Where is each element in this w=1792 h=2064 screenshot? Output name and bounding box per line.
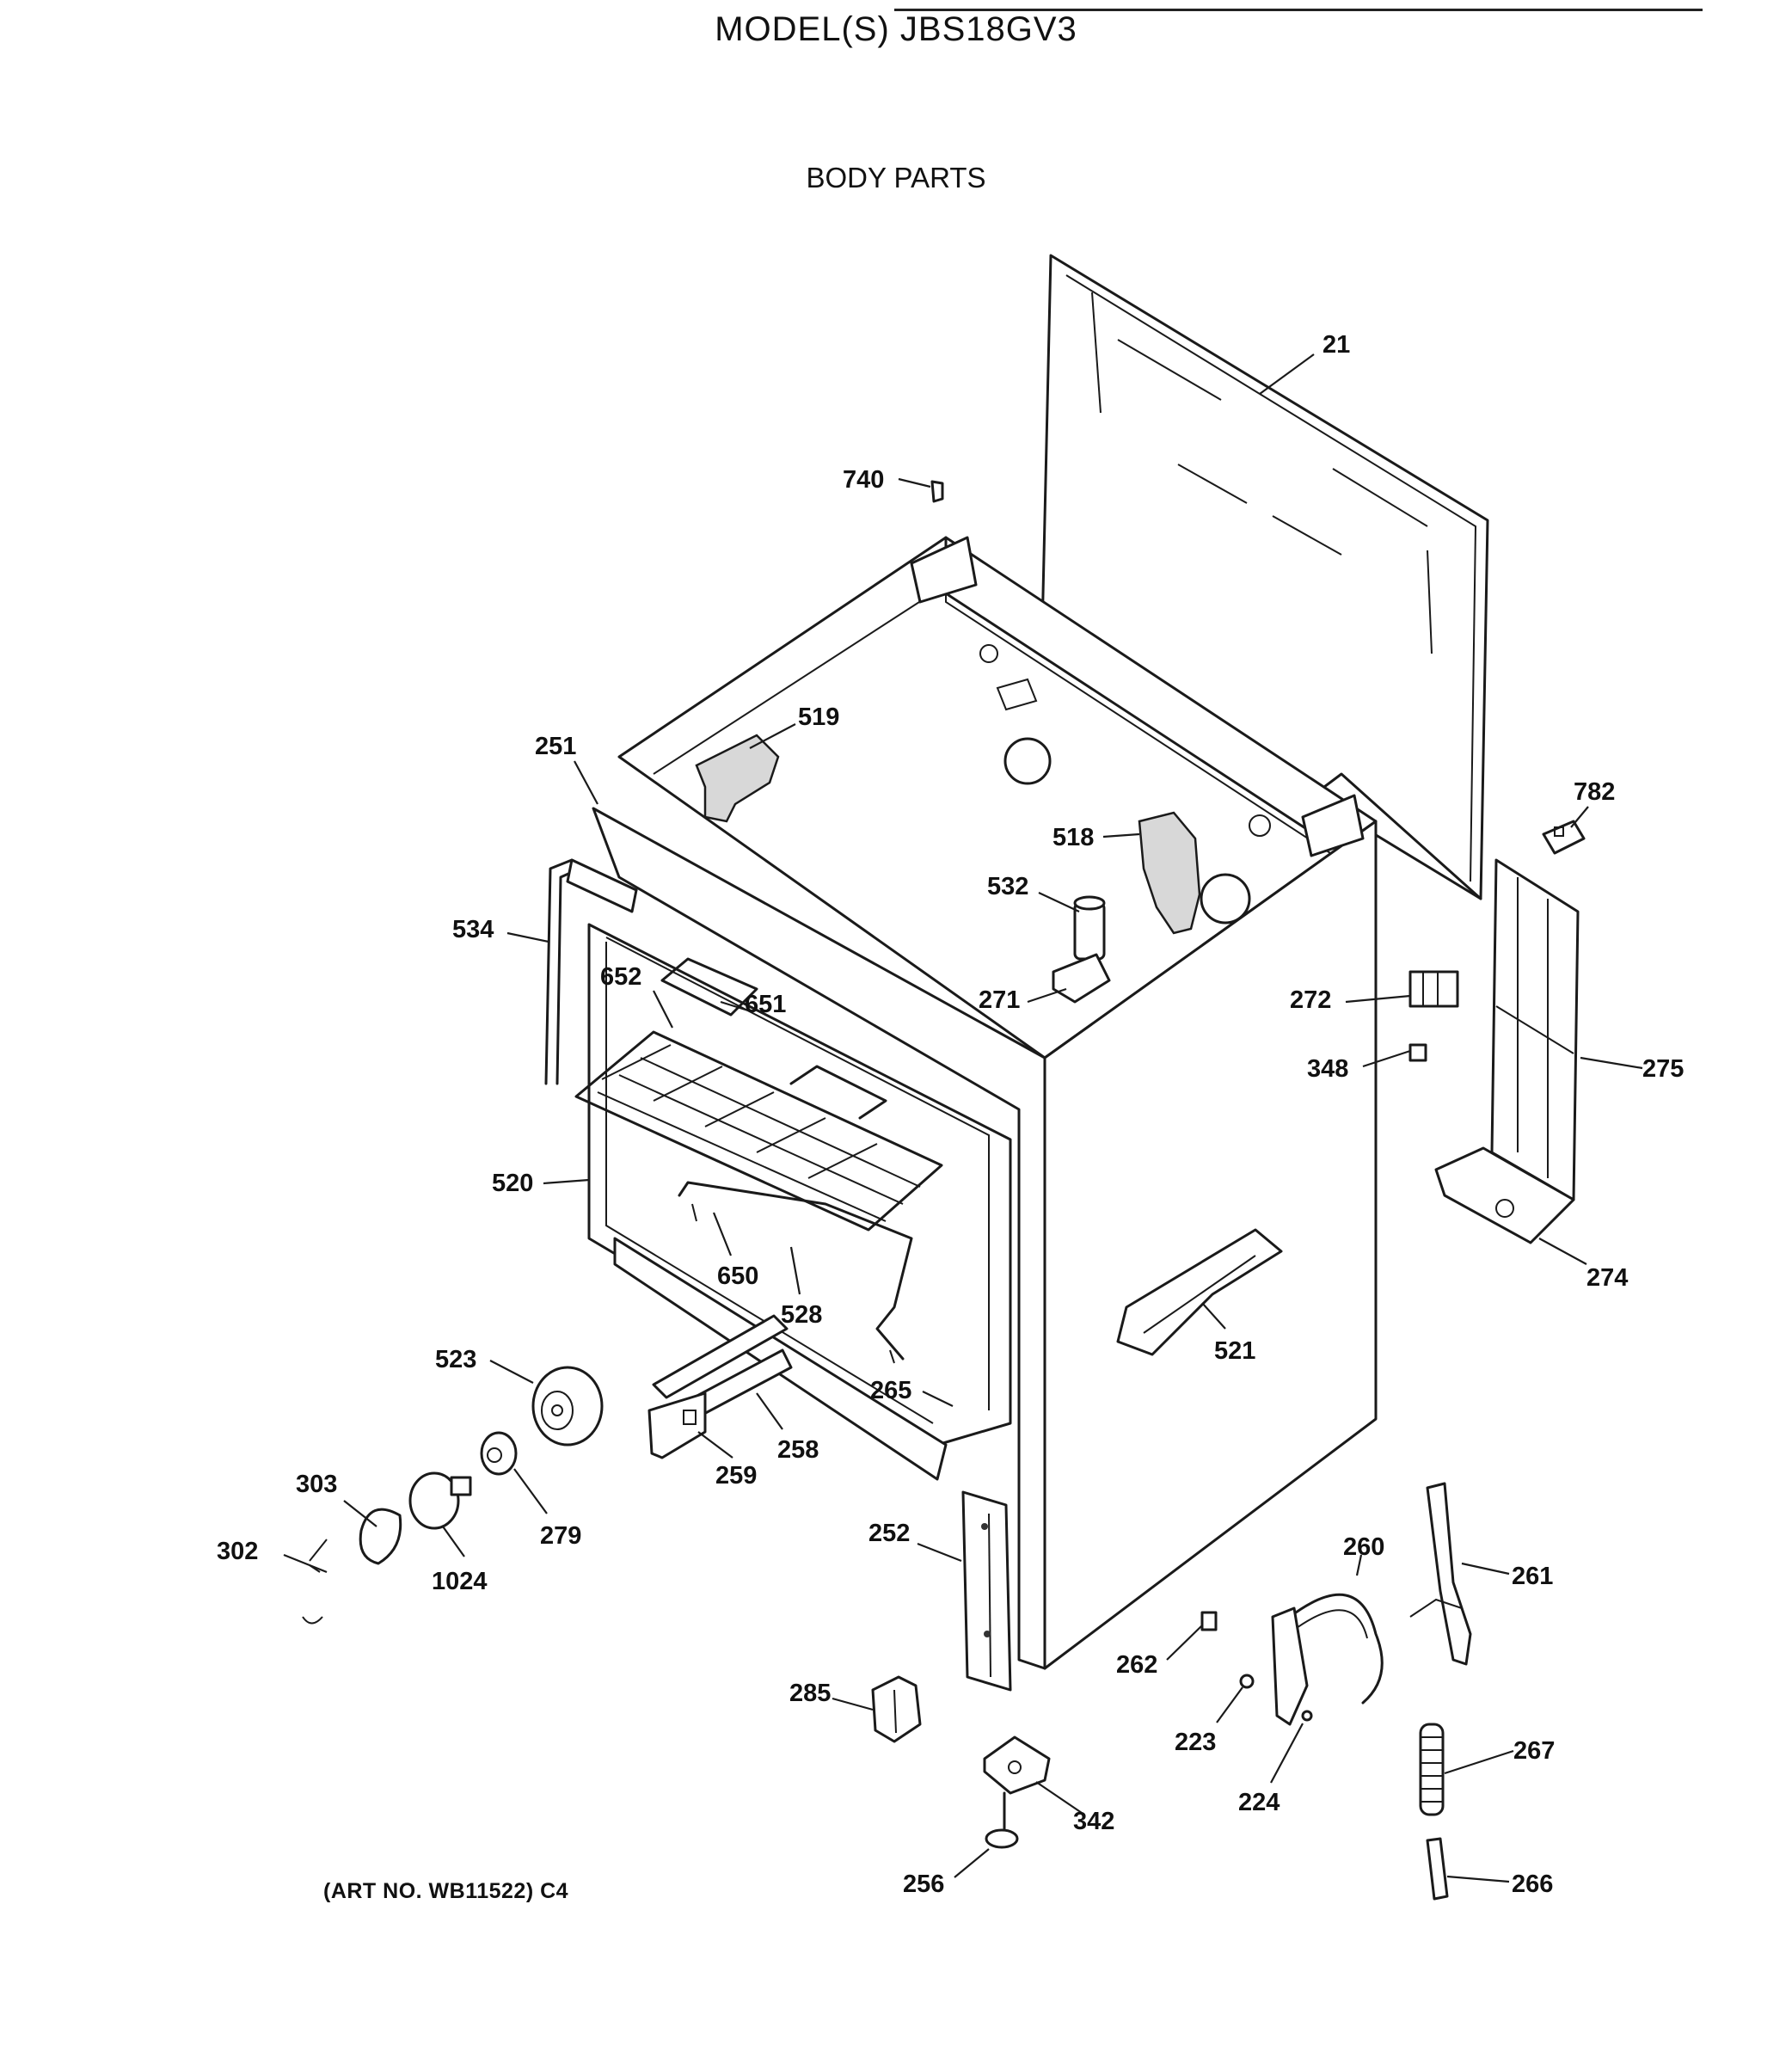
part-leveling-leg[interactable] xyxy=(985,1791,1019,1849)
part-rail-bracket[interactable] xyxy=(647,1391,707,1459)
callout-279: 279 xyxy=(540,1522,581,1550)
callout-518: 518 xyxy=(1052,824,1094,851)
callout-266: 266 xyxy=(1512,1870,1553,1898)
callout-265: 265 xyxy=(870,1377,911,1404)
part-grommet[interactable] xyxy=(1408,1043,1427,1062)
art-number: (ART NO. WB11522) C4 xyxy=(323,1879,569,1903)
callout-267: 267 xyxy=(1513,1737,1555,1765)
callout-224: 224 xyxy=(1238,1789,1280,1816)
part-back-bracket[interactable] xyxy=(1434,1146,1575,1244)
part-broil-element[interactable] xyxy=(660,957,887,1120)
part-screw[interactable] xyxy=(1239,1674,1255,1689)
part-clip[interactable] xyxy=(930,480,944,503)
part-rear-panel[interactable] xyxy=(1040,254,1489,900)
part-leg-bracket[interactable] xyxy=(983,1735,1051,1795)
callout-259: 259 xyxy=(715,1462,757,1490)
callout-271: 271 xyxy=(979,986,1020,1014)
callout-1024: 1024 xyxy=(432,1568,488,1595)
callout-521: 521 xyxy=(1214,1337,1255,1365)
callout-21: 21 xyxy=(1323,331,1350,359)
model-title: MODEL(S) JBS18GV3 xyxy=(715,10,1077,48)
part-door-gasket[interactable] xyxy=(544,858,638,1085)
part-hinge-clip[interactable] xyxy=(1200,1611,1218,1631)
callout-302: 302 xyxy=(217,1538,258,1565)
section-title: BODY PARTS xyxy=(806,162,986,194)
part-lamp-receptacle[interactable] xyxy=(531,1366,604,1447)
header-rule xyxy=(894,9,1703,11)
callout-labels: 21 740 519 251 518 782 532 534 652 651 2… xyxy=(217,331,1684,1898)
callout-532: 532 xyxy=(987,873,1028,900)
part-door-hinge-arm[interactable] xyxy=(1288,1593,1384,1705)
callout-528: 528 xyxy=(781,1301,822,1329)
callout-262: 262 xyxy=(1116,1651,1157,1679)
callout-261: 261 xyxy=(1512,1563,1553,1590)
part-hinge-spring[interactable] xyxy=(1419,1723,1445,1816)
part-sensor-bracket[interactable] xyxy=(1052,953,1111,1004)
callout-650: 650 xyxy=(717,1262,758,1290)
part-lamp-socket[interactable] xyxy=(480,1431,518,1476)
callout-519: 519 xyxy=(798,703,839,731)
callout-260: 260 xyxy=(1343,1533,1384,1561)
part-insulation-side[interactable] xyxy=(1138,811,1201,935)
leader-lines xyxy=(283,353,1643,1883)
callout-285: 285 xyxy=(789,1680,831,1707)
part-connector[interactable] xyxy=(1542,820,1586,855)
callout-342: 342 xyxy=(1073,1808,1114,1835)
part-washer[interactable] xyxy=(1301,1710,1313,1722)
part-back-cover[interactable] xyxy=(1490,858,1580,1201)
part-door-switch[interactable] xyxy=(871,1675,922,1743)
part-oven-vent[interactable] xyxy=(1073,895,1106,961)
callout-652: 652 xyxy=(600,963,641,991)
callout-275: 275 xyxy=(1642,1055,1684,1083)
callout-272: 272 xyxy=(1290,986,1331,1014)
part-lamp-bulb[interactable] xyxy=(408,1471,472,1530)
callout-274: 274 xyxy=(1586,1264,1628,1292)
part-hinge-plate[interactable] xyxy=(1271,1606,1309,1726)
part-bake-element[interactable] xyxy=(678,1181,913,1364)
callout-258: 258 xyxy=(777,1436,819,1464)
callout-251: 251 xyxy=(535,733,576,760)
callout-782: 782 xyxy=(1574,778,1615,806)
part-lamp-cover[interactable] xyxy=(359,1508,402,1565)
part-oven-rack[interactable] xyxy=(574,1030,943,1232)
part-terminal-block[interactable] xyxy=(1408,970,1459,1008)
callout-651: 651 xyxy=(745,991,786,1018)
callout-223: 223 xyxy=(1175,1729,1216,1756)
part-front-post[interactable] xyxy=(961,1490,1012,1692)
part-lamp-wire[interactable] xyxy=(302,1539,328,1625)
callout-303: 303 xyxy=(296,1471,337,1498)
callout-523: 523 xyxy=(435,1346,476,1373)
part-hinge-receptacle[interactable] xyxy=(1409,1482,1472,1666)
callout-256: 256 xyxy=(903,1870,944,1898)
callout-740: 740 xyxy=(843,466,884,494)
callout-348: 348 xyxy=(1307,1055,1348,1083)
part-insulation-top[interactable] xyxy=(695,734,780,823)
part-spring-link[interactable] xyxy=(1426,1837,1449,1901)
callout-534: 534 xyxy=(452,916,494,943)
callout-252: 252 xyxy=(868,1520,910,1547)
callout-520: 520 xyxy=(492,1170,533,1197)
